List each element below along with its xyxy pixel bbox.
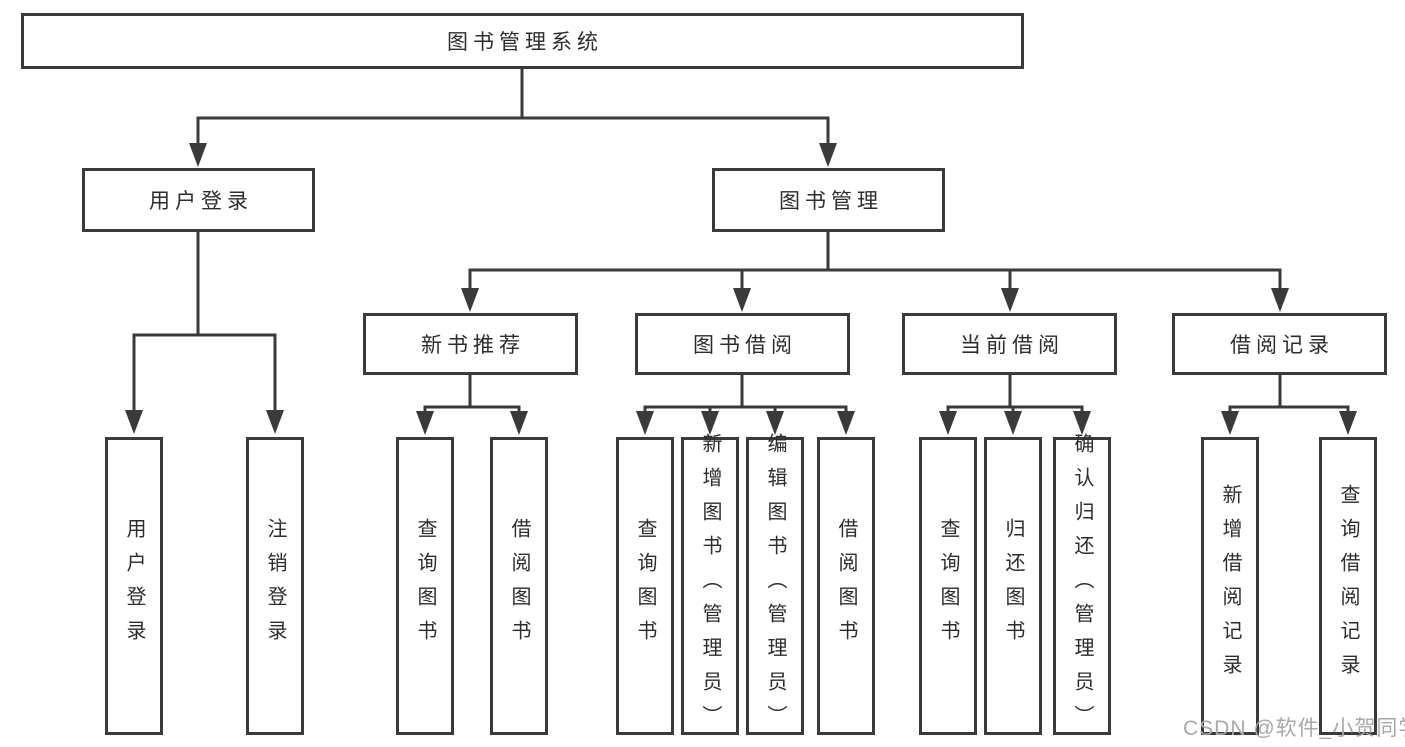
node-label: 当前借阅	[960, 334, 1064, 357]
node-label: 用户登录	[123, 518, 145, 654]
node-label: 新增图书（管理员）	[699, 433, 721, 739]
leaf-user-login: 用户登录	[105, 437, 163, 735]
node-library-management-system: 图书管理系统	[21, 13, 1024, 69]
node-label: 新增借阅记录	[1219, 484, 1241, 688]
node-user-login: 用户登录	[82, 168, 315, 232]
leaf-add-borrow-record: 新增借阅记录	[1201, 437, 1259, 735]
node-label: 注销登录	[264, 518, 286, 654]
leaf-query-books-current: 查询图书	[919, 437, 977, 735]
node-label: 借阅图书	[835, 518, 857, 654]
node-current-borrowing: 当前借阅	[902, 313, 1117, 375]
node-label: 查询图书	[634, 518, 656, 654]
node-new-book-recommendation: 新书推荐	[363, 313, 578, 375]
leaf-borrow-books-recommend: 借阅图书	[490, 437, 548, 735]
node-label: 确认归还（管理员）	[1071, 433, 1093, 739]
node-label: 借阅记录	[1230, 334, 1334, 357]
leaf-add-book-admin: 新增图书（管理员）	[681, 433, 739, 739]
csdn-watermark: CSDN @软件_小贺同学	[1183, 717, 1405, 740]
node-label: 图书管理	[779, 190, 883, 213]
node-label: 查询图书	[937, 518, 959, 654]
leaf-confirm-return-admin: 确认归还（管理员）	[1053, 433, 1111, 739]
node-label: 图书借阅	[693, 334, 797, 357]
node-label: 借阅图书	[508, 518, 530, 654]
node-label: 新书推荐	[421, 334, 525, 357]
leaf-return-book: 归还图书	[984, 437, 1042, 735]
node-book-borrowing: 图书借阅	[635, 313, 850, 375]
leaf-edit-book-admin: 编辑图书（管理员）	[746, 433, 804, 739]
node-label: 用户登录	[149, 190, 253, 213]
node-label: 查询图书	[414, 518, 436, 654]
node-book-management: 图书管理	[712, 168, 945, 232]
leaf-query-books-recommend: 查询图书	[396, 437, 454, 735]
leaf-query-books-borrowing: 查询图书	[616, 437, 674, 735]
node-borrowing-records: 借阅记录	[1172, 313, 1387, 375]
node-label: 归还图书	[1002, 518, 1024, 654]
node-label: 图书管理系统	[447, 31, 603, 54]
node-label: 查询借阅记录	[1337, 484, 1359, 688]
node-label: 编辑图书（管理员）	[764, 433, 786, 739]
leaf-borrow-books: 借阅图书	[817, 437, 875, 735]
leaf-query-borrow-record: 查询借阅记录	[1319, 437, 1377, 735]
leaf-logout: 注销登录	[246, 437, 304, 735]
